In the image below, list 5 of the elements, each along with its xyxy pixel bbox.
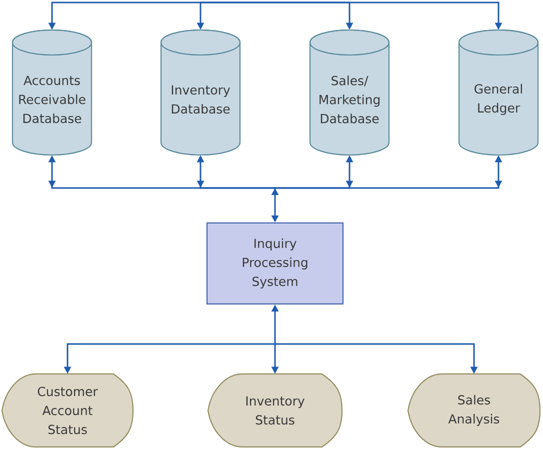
process-box: Inquiry Processing System	[206, 222, 344, 305]
database-cylinder: Accounts Receivable Database	[12, 29, 92, 156]
database-cylinder: Inventory Database	[160, 29, 241, 156]
database-cylinder: General Ledger	[458, 29, 539, 156]
database-cylinder: Sales/ Marketing Database	[309, 29, 390, 156]
